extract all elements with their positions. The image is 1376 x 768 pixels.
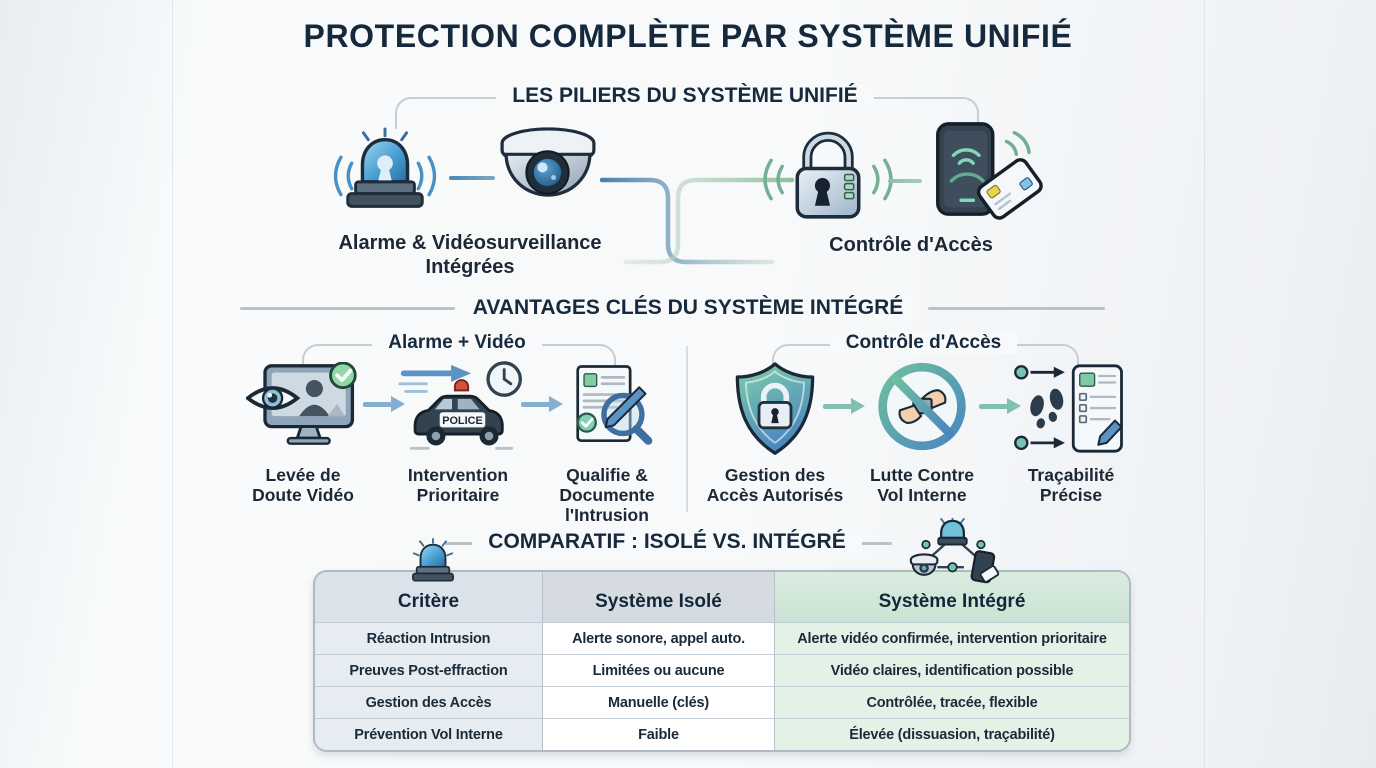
pillar-left-label: Alarme & Vidéosurveillance Intégrées — [338, 232, 602, 278]
phone-nfc-card-icon — [936, 122, 1043, 220]
dome-camera-icon — [500, 127, 596, 197]
no-theft-icon — [878, 362, 966, 451]
table-cell-integrated: Alerte vidéo confirmée, intervention pri… — [774, 622, 1129, 654]
advantage-label-authorized-access: Gestion des Accès Autorisés — [706, 465, 844, 505]
table-cell-integrated: Vidéo claires, identification possible — [774, 654, 1129, 686]
comparison-header: COMPARATIF : ISOLÉ VS. INTÉGRÉ — [360, 530, 974, 554]
alarm-video-subheader: Alarme + Vidéo — [302, 332, 612, 354]
column-header-isolated: Système Isolé — [542, 572, 774, 622]
column-header-integrated: Système Intégré — [774, 572, 1129, 622]
table-cell-integrated: Élevée (dissuasion, traçabilité) — [774, 718, 1129, 750]
police-badge-text: POLICE — [442, 415, 483, 427]
advantages-header-line-left — [240, 307, 455, 310]
traceability-footprints-icon — [1014, 364, 1123, 453]
alarm-siren-small-icon — [412, 538, 454, 582]
background-edge-line — [172, 0, 173, 768]
shield-lock-icon — [735, 362, 815, 455]
page-title: PROTECTION COMPLÈTE PAR SYSTÈME UNIFIÉ — [303, 18, 1073, 54]
table-cell-criterion: Prévention Vol Interne — [315, 718, 542, 750]
advantage-label-video-doubt: Levée de Doute Vidéo — [252, 465, 354, 505]
intrusion-report-magnifier-icon — [576, 365, 653, 445]
advantage-label-priority-intervention: Intervention Prioritaire — [407, 465, 509, 505]
table-cell-integrated: Contrôlée, tracée, flexible — [774, 686, 1129, 718]
advantage-label-internal-theft: Lutte Contre Vol Interne — [869, 465, 975, 505]
table-cell-criterion: Preuves Post-effraction — [315, 654, 542, 686]
advantages-divider — [686, 346, 688, 512]
pillar-groups-connector — [600, 177, 795, 265]
table-cell-isolated: Faible — [542, 718, 774, 750]
background-edge-line-right — [1204, 0, 1205, 768]
comparison-header-dash-right — [845, 542, 892, 545]
access-control-subheader: Contrôle d'Accès — [772, 332, 1075, 354]
pillars-header: LES PILIERS DU SYSTÈME UNIFIÉ — [395, 84, 975, 108]
flow-arrow-4 — [979, 398, 1021, 414]
advantages-header-line-right — [928, 307, 1105, 310]
table-cell-isolated: Alerte sonore, appel auto. — [542, 622, 774, 654]
comparison-table: Critère Système Isolé Système Intégré Ré… — [313, 570, 1131, 752]
flow-arrow-1 — [363, 396, 405, 412]
police-car-clock-icon: POLICE — [398, 361, 522, 450]
alarm-siren-icon — [333, 127, 437, 208]
advantage-label-traceability: Traçabilité Précise — [1027, 465, 1115, 505]
table-cell-criterion: Réaction Intrusion — [315, 622, 542, 654]
video-verification-monitor-icon — [246, 362, 357, 445]
table-cell-isolated: Limitées ou aucune — [542, 654, 774, 686]
advantages-header: AVANTAGES CLÉS DU SYSTÈME INTÉGRÉ — [388, 296, 988, 320]
integrated-network-icon — [909, 518, 1000, 584]
flow-arrow-3 — [823, 398, 865, 414]
siren-camera-connector — [449, 176, 495, 180]
flow-arrow-2 — [521, 396, 563, 412]
lock-phone-connector — [888, 179, 922, 183]
padlock-icon — [763, 131, 893, 219]
table-cell-isolated: Manuelle (clés) — [542, 686, 774, 718]
pillar-right-label: Contrôle d'Accès — [829, 234, 993, 256]
comparison-header-dash-left — [445, 542, 492, 545]
advantage-label-qualify-document: Qualifie & Documente l'Intrusion — [559, 465, 655, 525]
table-cell-criterion: Gestion des Accès — [315, 686, 542, 718]
